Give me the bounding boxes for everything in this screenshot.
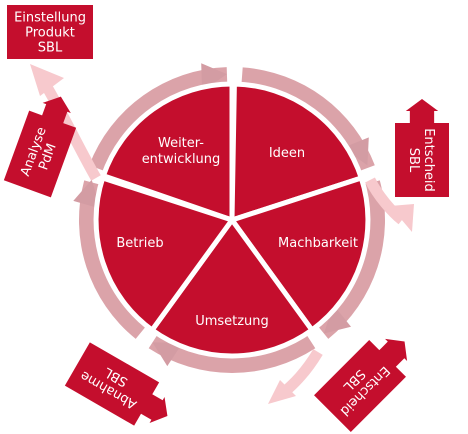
cycle-segments: Weiter-entwicklung IdeenMachbarkeitUmsetz… <box>93 81 371 359</box>
box-entscheid-sbl-bottom: EntscheidSBL <box>314 338 408 432</box>
segment-label-line: entwicklung <box>142 152 221 167</box>
segment-label-line: Umsetzung <box>195 314 269 329</box>
callout-box-shape <box>7 5 93 59</box>
segment-umsetzung <box>149 217 315 359</box>
callout-box-shape <box>395 99 449 197</box>
box-entscheid-sbl-right: EntscheidSBL <box>395 99 449 197</box>
ring-arrow-head <box>323 304 351 334</box>
box-analyse-pdm: AnalysePdM <box>3 96 77 198</box>
ring-arrow-head <box>342 137 369 166</box>
external-arrow <box>365 177 406 225</box>
segment-label-line: Machbarkeit <box>278 236 358 251</box>
segment-label-umsetzung: Umsetzung <box>195 314 269 329</box>
ring-arrow-head <box>73 179 101 209</box>
segment-label-line: Ideen <box>269 146 305 161</box>
callout-box-shape <box>64 342 168 426</box>
segment-label-line: Betrieb <box>116 236 163 251</box>
callout-box-shape <box>314 338 408 432</box>
callout-box-line: Produkt <box>25 26 75 41</box>
segment-machbarkeit <box>229 175 371 333</box>
segment-weiterentwicklung <box>100 81 235 223</box>
external-arrows <box>30 64 414 404</box>
segment-label-ideen: Ideen <box>269 146 305 161</box>
segment-label-machbarkeit: Machbarkeit <box>278 236 358 251</box>
callout-box-shape <box>3 96 77 198</box>
segment-label-weiterentwicklung: Weiter-entwicklung <box>142 136 221 167</box>
callout-box-label: EntscheidSBL <box>406 128 436 192</box>
callout-box-line: SBL <box>406 148 421 173</box>
ring-arrow-head <box>152 342 183 367</box>
segment-label-betrieb: Betrieb <box>116 236 163 251</box>
segment-betrieb <box>93 175 235 333</box>
callout-box-line: Einstellung <box>14 11 86 26</box>
external-arrow-head <box>268 380 296 404</box>
ring-arc <box>148 335 316 373</box>
external-arrow-head <box>390 204 414 232</box>
callout-box-line: SBL <box>38 41 63 56</box>
external-arrow-head <box>30 64 64 96</box>
callout-box-line: Entscheid <box>421 128 436 192</box>
segment-label-line: Weiter- <box>158 136 204 151</box>
